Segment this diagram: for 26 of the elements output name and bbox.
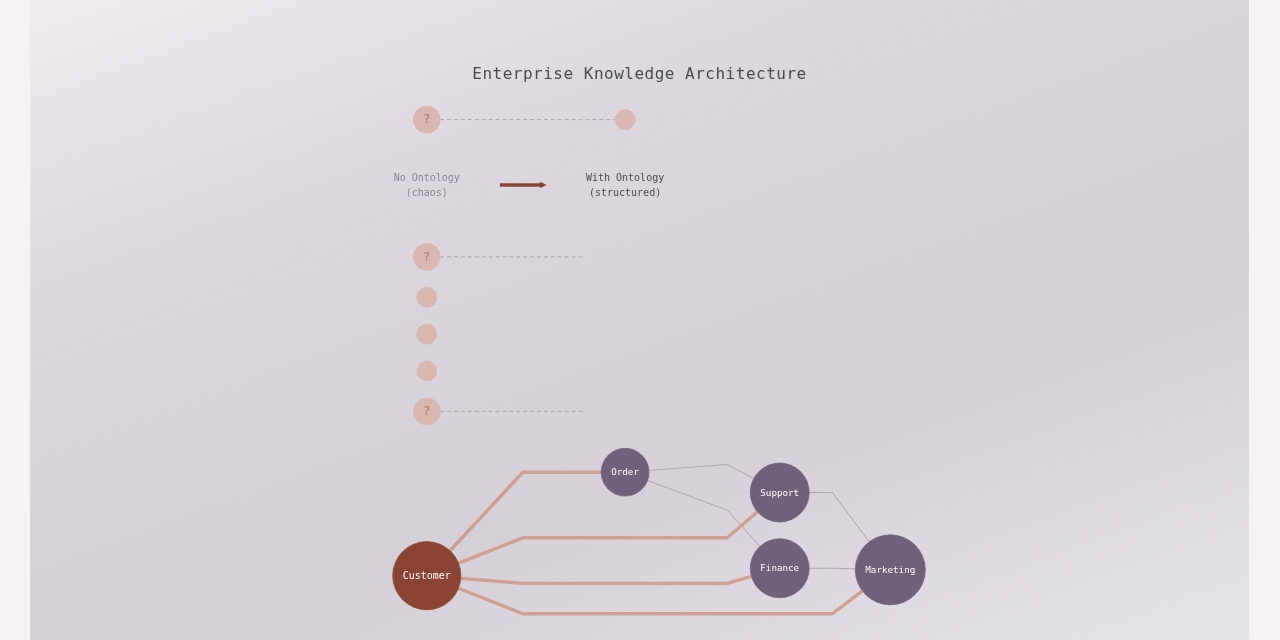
node-circle: Customer xyxy=(392,541,462,611)
connector xyxy=(460,574,752,586)
node-circle xyxy=(416,323,438,345)
title: Enterprise Knowledge Architecture xyxy=(472,64,807,83)
node-circle xyxy=(416,286,438,308)
node-circle xyxy=(416,360,438,382)
connector xyxy=(648,464,755,480)
node-circle: ? xyxy=(412,105,441,134)
node-circle: Marketing xyxy=(854,534,926,606)
connector xyxy=(808,492,870,543)
node-text: No Ontology (chaos) xyxy=(393,171,460,199)
node-circle: Finance xyxy=(749,538,810,599)
node-circle: ? xyxy=(412,243,441,271)
node-circle: Support xyxy=(749,462,810,523)
connector xyxy=(457,510,759,565)
connector xyxy=(439,119,616,121)
node-circle xyxy=(614,109,636,130)
node-circle: ? xyxy=(412,397,441,426)
connector xyxy=(457,586,864,616)
connector xyxy=(808,567,856,570)
arrow xyxy=(499,181,547,189)
connector xyxy=(448,470,602,552)
connector xyxy=(439,410,586,412)
node-circle: Order xyxy=(600,447,650,497)
node-text: With Ontology (structured) xyxy=(585,171,665,199)
connector xyxy=(647,480,761,547)
